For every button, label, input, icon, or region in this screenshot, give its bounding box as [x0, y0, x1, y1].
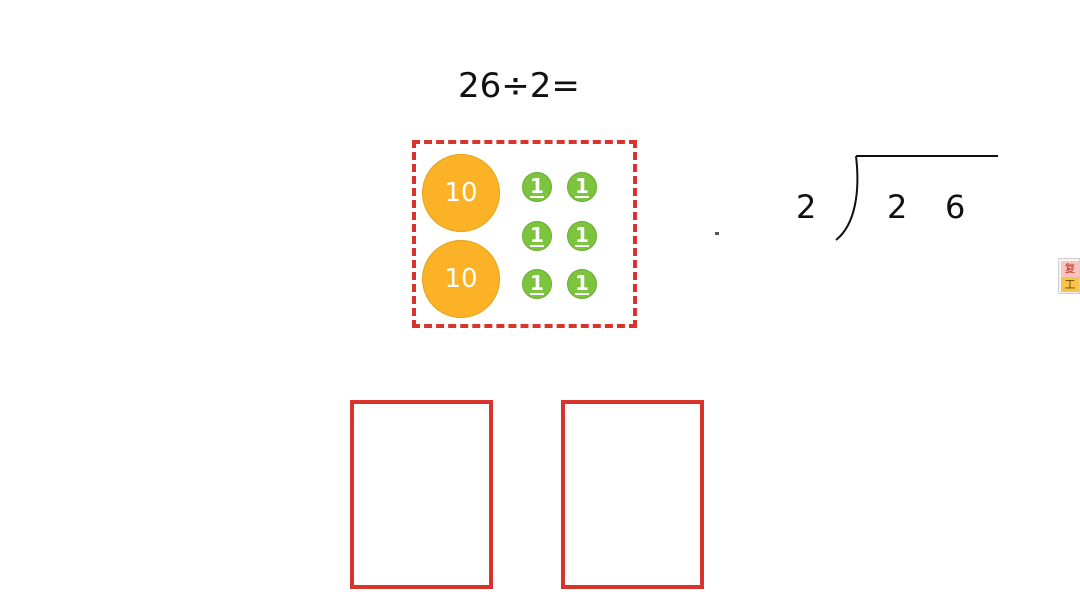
ten-coin-label: 10: [444, 264, 478, 294]
division-equation: 26÷2=: [458, 66, 580, 106]
one-coin-label: 1: [575, 271, 589, 295]
dividend-tens-digit: 2: [887, 188, 908, 226]
coins-dashed-box: [412, 140, 637, 328]
one-coin-label: 1: [530, 223, 544, 247]
one-coin-label: 1: [575, 223, 589, 247]
divisor: 2: [796, 188, 817, 226]
widget-bottom-icon[interactable]: 工: [1061, 277, 1079, 292]
dividend-ones-digit: 6: [945, 188, 966, 226]
floating-toolbar-widget[interactable]: 复 工: [1058, 258, 1080, 294]
one-coin-label: 1: [575, 174, 589, 198]
ten-coin: 10: [422, 154, 500, 232]
one-coin: 1: [567, 172, 597, 202]
one-coin: 1: [567, 269, 597, 299]
one-coin-label: 1: [530, 174, 544, 198]
one-coin: 1: [522, 221, 552, 251]
ten-coin-label: 10: [444, 178, 478, 208]
one-coin: 1: [522, 269, 552, 299]
widget-top-icon[interactable]: 复: [1061, 261, 1079, 277]
answer-box-right: [561, 400, 704, 589]
one-coin: 1: [567, 221, 597, 251]
division-bracket-icon: [835, 155, 998, 241]
long-division-bracket: 2 2 6: [780, 150, 1010, 250]
one-coin: 1: [522, 172, 552, 202]
pointer-dot: [715, 232, 719, 235]
ten-coin: 10: [422, 240, 500, 318]
one-coin-label: 1: [530, 271, 544, 295]
answer-box-left: [350, 400, 493, 589]
